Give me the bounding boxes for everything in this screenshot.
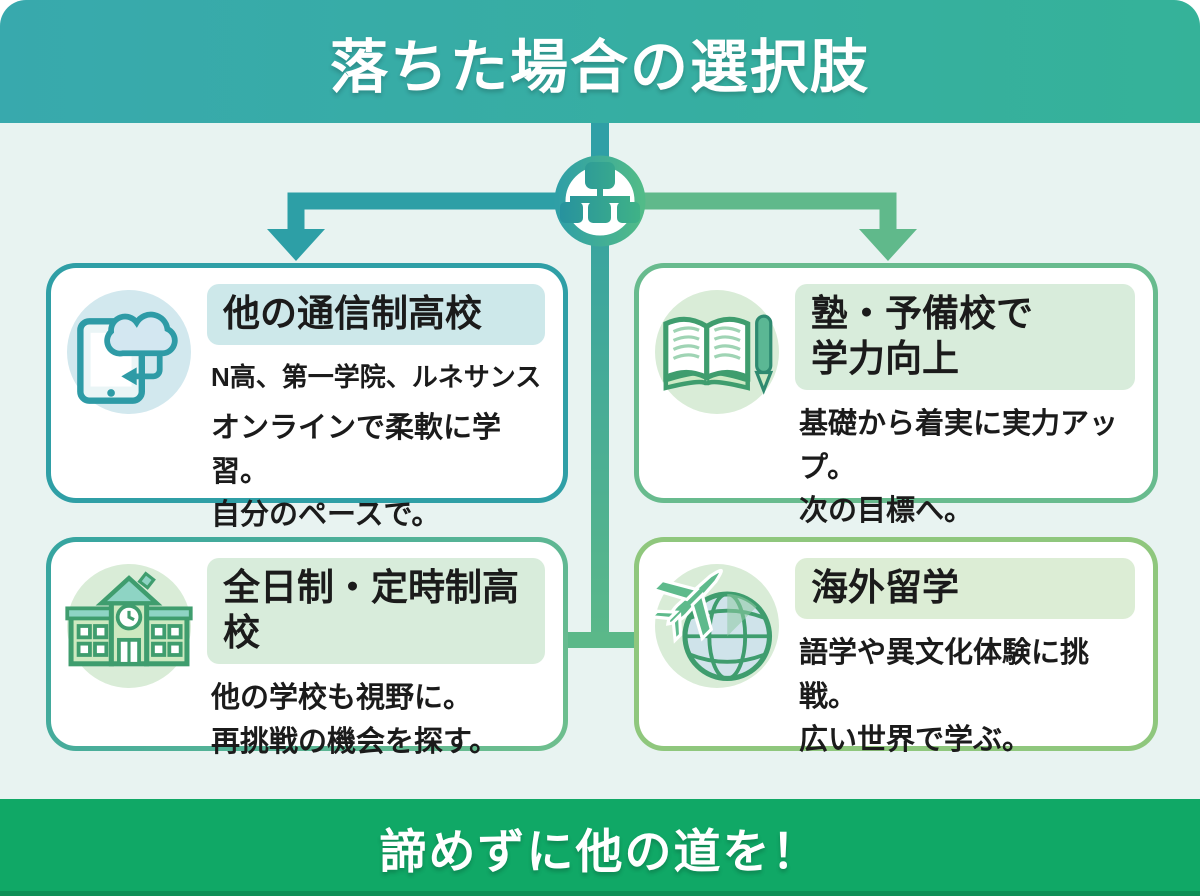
tablet-cloud-sync-icon	[67, 290, 191, 414]
card-desc-line: 語学や異文化体験に挑戦。	[799, 637, 1090, 713]
card-title-line: 学力向上	[811, 338, 959, 380]
card-subtitle: N高、第一学院、ルネサンス	[211, 362, 542, 393]
card-title: 他の通信制高校	[207, 284, 545, 346]
card-desc-line: 自分のペースで。	[211, 499, 441, 532]
school-building-icon	[65, 564, 193, 688]
card-study-abroad: 海外留学 語学や異文化体験に挑戦。 広い世界で学ぶ。	[634, 537, 1158, 756]
sitemap-icon	[554, 155, 646, 247]
card-fulltime-parttime-school: 全日制・定時制高校 他の学校も視野に。 再挑戦の機会を探す。	[46, 537, 568, 758]
footer-banner: 諦めずに他の道を！	[0, 799, 1200, 896]
card-title: 海外留学	[795, 558, 1135, 620]
card-desc-line: 再挑戦の機会を探す。	[211, 725, 499, 758]
flow-connectors	[267, 123, 917, 648]
card-other-correspondence-schools: 他の通信制高校 N高、第一学院、ルネサンス オンラインで柔軟に学習。 自分のペー…	[46, 263, 568, 531]
card-desc-line: 広い世界で学ぶ。	[799, 724, 1032, 757]
card-desc-line: 次の目標へ。	[799, 495, 974, 528]
open-book-pen-icon	[655, 290, 779, 414]
airplane-globe-icon	[648, 564, 779, 688]
card-desc-line: 他の学校も視野に。	[211, 682, 473, 715]
card-title: 全日制・定時制高校	[207, 558, 545, 665]
card-title: 塾・予備校で 学力向上	[795, 284, 1135, 391]
card-title-line: 塾・予備校で	[811, 293, 1033, 334]
card-desc-line: オンラインで柔軟に学習。	[211, 412, 502, 488]
card-juku-prep-school: 塾・予備校で 学力向上 基礎から着実に実力アップ。 次の目標へ。	[634, 263, 1158, 527]
header-banner: 落ちた場合の選択肢	[0, 0, 1200, 123]
card-desc-line: 基礎から着実に実力アップ。	[799, 408, 1119, 484]
page-title: 落ちた場合の選択肢	[329, 34, 870, 100]
footer-message: 諦めずに他の道を！	[379, 825, 821, 878]
